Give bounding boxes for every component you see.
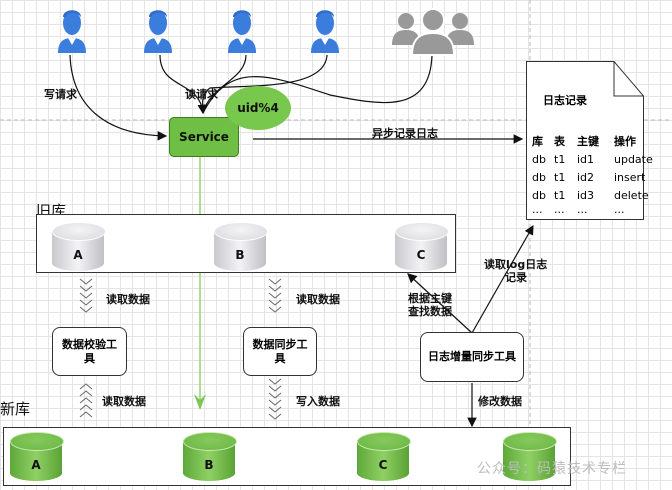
chevron-down-stack [79,278,93,313]
cell: t1 [554,152,566,166]
read-data-label: 读取数据 [106,293,150,306]
new-db-b[interactable]: B [183,432,237,482]
user-icon [58,10,86,53]
incremental-sync-tool[interactable]: 日志增量同步工具 [420,332,524,382]
header-cell: 操作 [614,135,636,148]
user-group-icon [392,8,474,56]
db-label: B [204,458,214,472]
write-request-arrow [69,54,168,141]
new-db-a[interactable]: A [10,432,64,482]
new-db-region [3,427,571,486]
sync-tool[interactable]: 数据同步工具 [243,327,317,376]
log-record-table: 库 表 主键 操作 db t1 id1 update db t1 id2 ins… [532,132,653,216]
old-db-a[interactable]: A [52,222,106,272]
read-request-label: 读请求 [185,88,218,101]
log-table-header: 库 表 主键 操作 [532,132,653,150]
table-row: db t1 id2 insert [532,168,653,186]
write-data-label: 写入数据 [296,395,340,408]
new-db-c[interactable]: C [357,432,411,482]
read-request-arrow [202,54,247,114]
cell: insert [614,170,646,184]
green-arrowhead [194,394,206,410]
cell: delete [614,188,649,202]
log-record-title: 日志记录 [543,94,587,107]
cell: db [532,152,546,166]
service-node[interactable]: Service [169,117,239,157]
user-icon [144,10,172,53]
chevron-down-stack [268,378,282,420]
cell: ... [577,203,588,216]
read-data-label: 读取数据 [296,293,340,306]
db-label: A [73,248,83,262]
lookup-label: 根据主键 [408,292,452,305]
read-request-arrow [201,54,328,114]
read-log-label: 记录 [505,271,527,284]
shard-bubble: uid%4 [225,86,291,130]
cell: t1 [554,188,566,202]
header-cell: 表 [554,135,565,148]
cell: id3 [577,188,595,202]
cell: ... [532,203,543,216]
chevron-up-stack [79,383,93,418]
cell: db [532,188,546,202]
lookup-arrow [407,273,473,334]
write-request-label: 写请求 [44,88,77,101]
new-db-title: 新库 [0,400,31,418]
table-row: db t1 id1 update [532,150,653,168]
lookup-label: 查找数据 [408,305,452,318]
db-label: C [378,458,388,472]
read-data-label: 读取数据 [102,395,146,408]
old-db-b[interactable]: B [214,222,268,272]
cell: t1 [554,170,566,184]
log-document-shape [526,61,644,220]
cell: ... [614,203,625,216]
header-cell: 主键 [577,135,599,148]
table-row: ... ... ... ... [532,204,653,216]
new-db-d[interactable] [503,432,557,482]
cell: id1 [577,152,595,166]
read-request-arrow [159,54,208,115]
table-row: db t1 id3 delete [532,186,653,204]
verify-tool[interactable]: 数据校验工具 [52,327,127,376]
header-cell: 库 [532,135,543,148]
user-icon [311,10,339,53]
db-label: A [31,458,41,472]
old-db-c[interactable]: C [395,222,449,272]
watermark: 公众号：码猿技术专栏 [477,461,627,477]
cell: update [614,152,653,166]
db-label: B [235,248,245,262]
read-log-label: 读取log日志 [484,258,548,271]
read-request-arrow [202,54,433,114]
cell: ... [554,203,565,216]
modify-data-label: 修改数据 [478,395,522,408]
cell: db [532,170,546,184]
cell: id2 [577,170,595,184]
user-icon [228,10,256,53]
chevron-down-stack [268,278,282,313]
db-label: C [416,248,426,262]
read-log-arrow [471,224,534,334]
async-log-label: 异步记录日志 [372,127,438,140]
